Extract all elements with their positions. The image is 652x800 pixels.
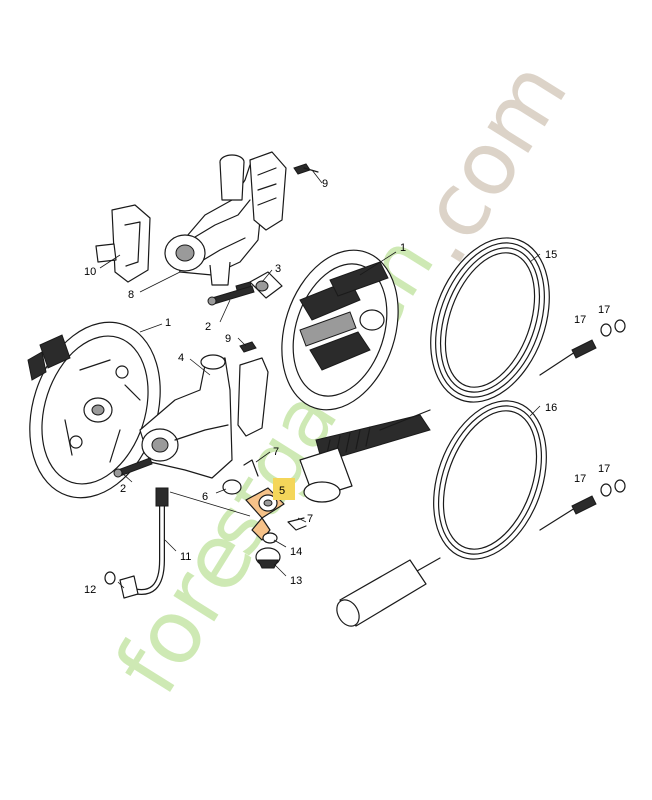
label-part-12: 12 (84, 584, 96, 596)
left-reel-disk (27, 321, 161, 499)
label-part-15: 15 (545, 249, 557, 261)
upper-bracket-assembly (95, 151, 319, 306)
label-part-13: 13 (290, 575, 302, 587)
label-part-17-a: 17 (574, 314, 586, 326)
right-reel-disk (281, 249, 399, 411)
hose-coil-16 (336, 400, 597, 627)
label-part-4: 4 (178, 352, 184, 364)
label-part-14: 14 (290, 546, 302, 558)
hose-coil-15 (379, 237, 597, 431)
label-part-10: 10 (84, 266, 96, 278)
label-part-16: 16 (545, 402, 557, 414)
label-part-2-upper: 2 (205, 321, 211, 333)
hose-connector (299, 414, 431, 503)
label-part-2-lower: 2 (120, 483, 126, 495)
label-part-1-left: 1 (165, 317, 171, 329)
label-part-7-upper: 7 (273, 446, 279, 458)
label-part-8: 8 (128, 289, 134, 301)
small-hardware (255, 517, 307, 569)
label-part-3: 3 (275, 263, 281, 275)
lower-bracket-assembly (113, 341, 269, 495)
label-part-6: 6 (202, 491, 208, 503)
o-rings-17 (600, 319, 626, 497)
leader-lines (99, 169, 541, 589)
label-part-9-upper: 9 (322, 178, 328, 190)
label-part-9-lower: 9 (225, 333, 231, 345)
label-part-5: 5 (279, 485, 285, 497)
part-labels: 9 8 10 3 1 2 1 9 4 7 2 6 5 7 14 13 11 12… (84, 178, 610, 596)
label-part-17-b: 17 (598, 304, 610, 316)
label-part-17-d: 17 (598, 463, 610, 475)
highlight-box-part-5 (273, 478, 295, 500)
watermark-text-com: .com (385, 43, 587, 281)
label-part-11: 11 (180, 551, 191, 563)
label-part-1-right: 1 (400, 242, 406, 254)
label-part-7-lower: 7 (307, 513, 313, 525)
hose-part-11 (104, 487, 169, 599)
label-part-17-c: 17 (574, 473, 586, 485)
